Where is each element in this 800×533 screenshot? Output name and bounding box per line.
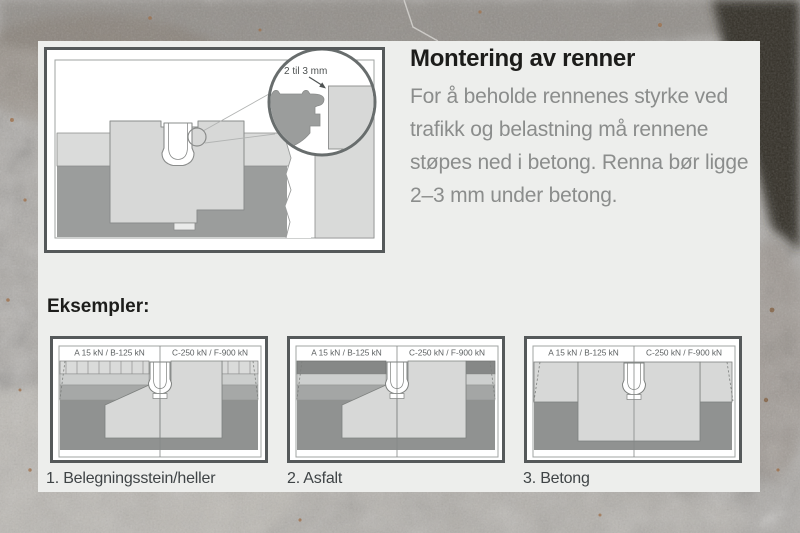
- bedding-layer-right: [221, 373, 259, 386]
- example-caption: 3. Betong: [523, 470, 590, 487]
- concrete-cross-section: [533, 346, 734, 457]
- examples-heading: Eksempler:: [47, 296, 150, 317]
- callout-leader-line: [202, 93, 270, 132]
- bedding-layer-left: [59, 373, 150, 386]
- left-pavement-layer: [56, 132, 111, 167]
- load-class-label-left: A 15 kN / B-125 kN: [74, 348, 145, 358]
- example-caption: 2. Asfalt: [287, 470, 343, 487]
- concrete-slab-left: [533, 361, 579, 403]
- bedding-layer-left: [296, 373, 387, 386]
- asphalt-layer-left: [296, 360, 387, 375]
- page-title: Montering av renner: [410, 45, 636, 72]
- subbase-layer-right: [465, 384, 496, 401]
- detail-marker-circle: [187, 127, 207, 147]
- paver-layer-left: [59, 360, 150, 375]
- load-class-label-right: C-250 kN / F-900 kN: [172, 348, 248, 358]
- paver-joints-left: [65, 361, 144, 374]
- load-class-label-right: C-250 kN / F-900 kN: [409, 348, 485, 358]
- subbase-layer-right: [221, 384, 259, 401]
- channel-foot: [173, 222, 196, 231]
- asphalt-cross-section: [296, 346, 496, 457]
- detail-measurement-label: 2 til 3 mm: [284, 66, 327, 77]
- concrete-encasement-block: [109, 120, 245, 224]
- callout-leader-line: [204, 133, 276, 144]
- example-diagram-asphalt: A 15 kN / B-125 kN C-250 kN / F-900 kN: [287, 336, 505, 463]
- cut-boundary-right: [489, 360, 496, 400]
- drain-channel-inner-wall: [168, 123, 188, 160]
- body-text: For å beholde rennenes styrke ved trafik…: [410, 85, 749, 207]
- cut-boundary-left: [59, 360, 66, 400]
- load-class-label-left: A 15 kN / B-125 kN: [548, 348, 619, 358]
- installation-diagram: 2 til 3 mm: [44, 47, 385, 253]
- pavers-cross-section: [59, 346, 259, 457]
- load-class-label-right: C-250 kN / F-900 kN: [646, 348, 722, 358]
- torn-edge-line: [284, 137, 292, 239]
- bedding-layer-right: [465, 373, 496, 386]
- example-diagram-concrete: A 15 kN / B-125 kN C-250 kN / F-900 kN: [524, 336, 742, 463]
- installation-diagram-drawing: 2 til 3 mm: [54, 47, 377, 239]
- content-panel: 2 til 3 mm Montering av renner For å beh…: [38, 41, 760, 492]
- torn-edge-gap: [285, 138, 311, 238]
- cut-boundary-right: [252, 360, 259, 400]
- measurement-arrowhead: [319, 82, 326, 89]
- cut-boundary-left: [296, 360, 303, 400]
- example-diagram-pavers: A 15 kN / B-125 kN C-250 kN / F-900 kN: [50, 336, 268, 463]
- concrete-slab-right: [699, 361, 733, 403]
- example-caption: 1. Belegningsstein/heller: [46, 470, 216, 487]
- paver-layer-right: [221, 360, 259, 375]
- load-class-label-left: A 15 kN / B-125 kN: [311, 348, 382, 358]
- paver-joints-right: [227, 361, 251, 374]
